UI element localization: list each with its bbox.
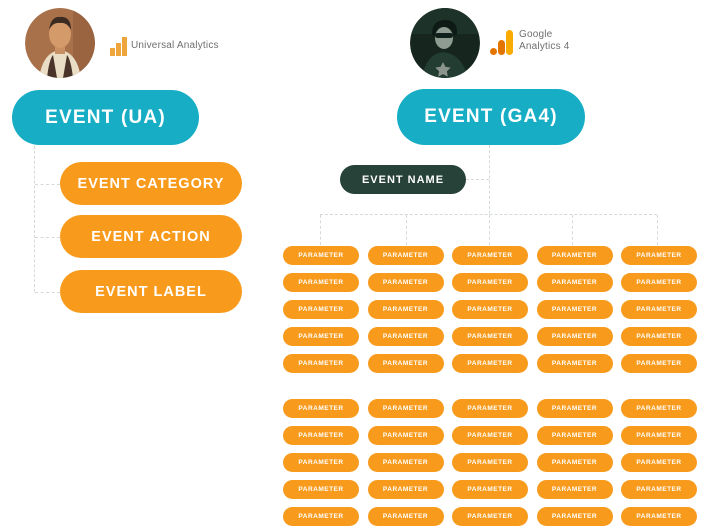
ua-stub-connector-2 <box>35 237 60 238</box>
event-label-node: EVENT LABEL <box>60 270 242 313</box>
event-action-node: EVENT ACTION <box>60 215 242 258</box>
ga4-brand-line1: Google <box>519 29 553 40</box>
parameter-pill: PARAMETER <box>536 480 613 499</box>
event-action-label: EVENT ACTION <box>91 228 211 245</box>
parameter-pill: PARAMETER <box>536 273 613 292</box>
parameter-pill: PARAMETER <box>621 246 697 265</box>
parameter-pill: PARAMETER <box>621 426 697 445</box>
event-name-label: EVENT NAME <box>361 173 445 186</box>
parameter-pill: PARAMETER <box>452 507 528 526</box>
parameter-grid-2: PARAMETER PARAMETER PARAMETER PARAMETER PARA… <box>283 399 697 526</box>
parameter-pill: PARAMETER <box>283 300 359 319</box>
parameter-pill: PARAMETER <box>452 246 528 265</box>
parameter-drop-connector-1 <box>320 215 321 245</box>
parameter-pill: PARAMETER <box>367 327 444 346</box>
parameter-pill: PARAMETER <box>536 246 613 265</box>
ga4-logo-icon <box>490 30 513 55</box>
parameter-bus-connector <box>320 214 657 215</box>
parameter-pill: PARAMETER <box>452 354 528 373</box>
parameter-pill: PARAMETER <box>283 327 359 346</box>
parameter-pill: PARAMETER <box>452 453 528 472</box>
parameter-pill: PARAMETER <box>536 399 613 418</box>
event-ga4-label: EVENT (GA4) <box>424 106 558 127</box>
parameter-pill: PARAMETER <box>367 354 444 373</box>
parameter-pill: PARAMETER <box>283 480 359 499</box>
parameter-pill: PARAMETER <box>367 273 444 292</box>
parameter-pill: PARAMETER <box>536 300 613 319</box>
parameter-pill: PARAMETER <box>367 300 444 319</box>
parameter-pill: PARAMETER <box>283 507 359 526</box>
parameter-pill: PARAMETER <box>452 300 528 319</box>
parameter-pill: PARAMETER <box>536 453 613 472</box>
parameter-pill: PARAMETER <box>452 327 528 346</box>
parameter-pill: PARAMETER <box>367 453 444 472</box>
event-category-node: EVENT CATEGORY <box>60 162 242 205</box>
ua-trunk-connector <box>34 146 35 292</box>
parameter-grid-1: PARAMETER PARAMETER PARAMETER PARAMETER PARA… <box>283 246 697 373</box>
parameter-pill: PARAMETER <box>283 426 359 445</box>
event-ua-label: EVENT (UA) <box>45 106 166 128</box>
parameter-pill: PARAMETER <box>452 273 528 292</box>
parameter-pill: PARAMETER <box>283 453 359 472</box>
parameter-pill: PARAMETER <box>452 426 528 445</box>
event-name-connector <box>466 179 489 180</box>
parameter-drop-connector-2 <box>406 215 407 245</box>
ua-avatar <box>25 8 95 78</box>
parameter-drop-connector-4 <box>572 215 573 245</box>
parameter-pill: PARAMETER <box>621 507 697 526</box>
parameter-pill: PARAMETER <box>283 399 359 418</box>
ua-brand-label: Universal Analytics <box>131 40 219 51</box>
parameter-pill: PARAMETER <box>367 246 444 265</box>
parameter-pill: PARAMETER <box>621 327 697 346</box>
parameter-pill: PARAMETER <box>367 480 444 499</box>
parameter-drop-connector-3 <box>489 215 490 245</box>
parameter-pill: PARAMETER <box>283 354 359 373</box>
event-category-label: EVENT CATEGORY <box>77 175 225 192</box>
parameter-pill: PARAMETER <box>536 327 613 346</box>
parameter-pill: PARAMETER <box>367 507 444 526</box>
universal-analytics-logo-icon <box>110 36 128 56</box>
parameter-pill: PARAMETER <box>536 426 613 445</box>
parameter-drop-connector-5 <box>657 215 658 245</box>
parameter-pill: PARAMETER <box>367 426 444 445</box>
ga4-trunk-connector <box>489 145 490 214</box>
ga4-avatar <box>410 8 480 78</box>
event-ga4-node: EVENT (GA4) <box>397 89 585 145</box>
ua-stub-connector-3 <box>35 292 60 293</box>
parameter-pill: PARAMETER <box>621 354 697 373</box>
parameter-pill: PARAMETER <box>452 480 528 499</box>
ga4-brand: Google Analytics 4 <box>519 29 570 53</box>
parameter-pill: PARAMETER <box>283 246 359 265</box>
parameter-pill: PARAMETER <box>621 453 697 472</box>
parameter-pill: PARAMETER <box>536 507 613 526</box>
parameter-pill: PARAMETER <box>621 480 697 499</box>
event-name-node: EVENT NAME <box>340 165 466 194</box>
parameter-pill: PARAMETER <box>621 300 697 319</box>
event-ua-node: EVENT (UA) <box>12 90 199 145</box>
ua-stub-connector-1 <box>35 184 60 185</box>
parameter-pill: PARAMETER <box>621 273 697 292</box>
parameter-pill: PARAMETER <box>536 354 613 373</box>
parameter-pill: PARAMETER <box>621 399 697 418</box>
ua-brand: Universal Analytics <box>131 40 219 52</box>
parameter-pill: PARAMETER <box>452 399 528 418</box>
event-label-label: EVENT LABEL <box>95 283 207 300</box>
parameter-pill: PARAMETER <box>367 399 444 418</box>
ga4-brand-line2: Analytics 4 <box>519 41 570 52</box>
parameter-pill: PARAMETER <box>283 273 359 292</box>
